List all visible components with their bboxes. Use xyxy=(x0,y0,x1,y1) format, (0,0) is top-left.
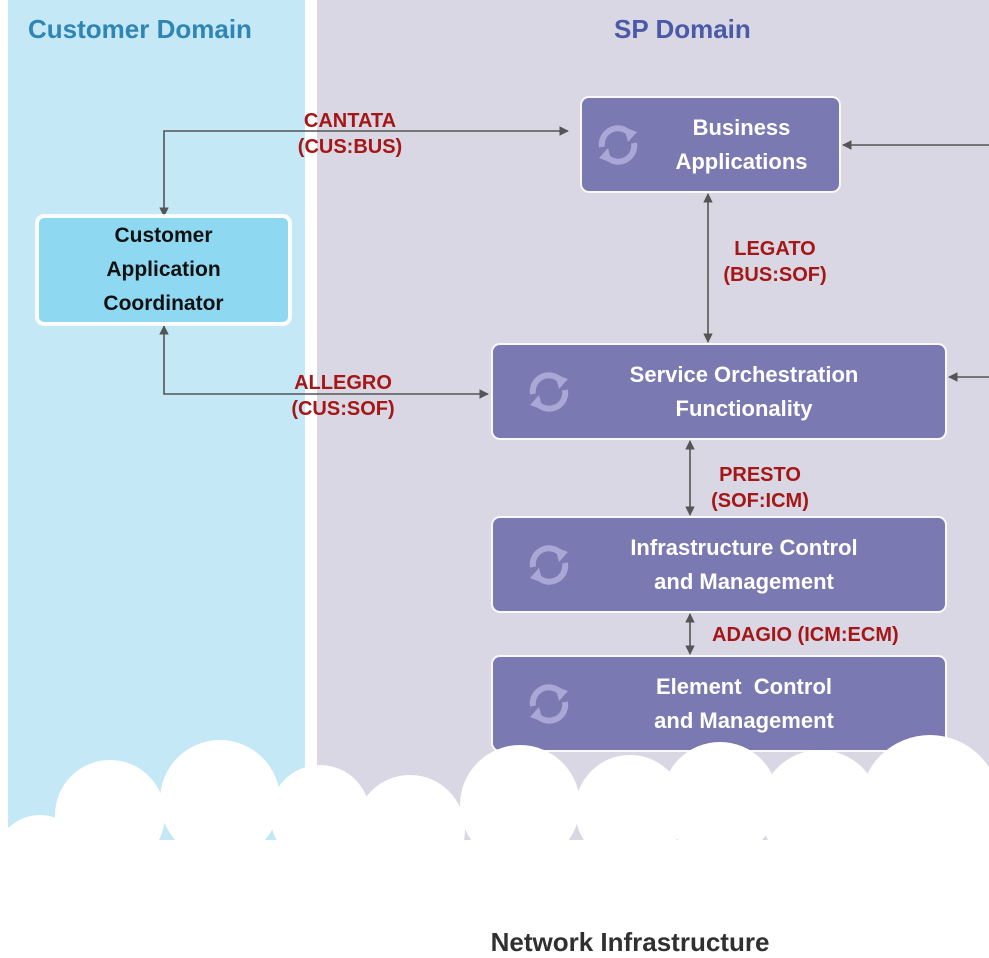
element-control-box: Element Control and Management xyxy=(493,657,945,750)
sp-domain-title: SP Domain xyxy=(614,14,751,44)
box-label-line: Element Control xyxy=(655,673,832,699)
interface-ref: (BUS:SOF) xyxy=(723,264,827,286)
box-label-line: and Management xyxy=(654,568,834,594)
interface-label: ADAGIO (ICM:ECM) xyxy=(712,624,899,646)
cycle-arrows-icon xyxy=(529,683,569,724)
interface-name: LEGATO xyxy=(734,238,816,260)
network-cloud xyxy=(0,735,989,957)
legato-interface-label: LEGATO (BUS:SOF) xyxy=(700,236,850,288)
presto-interface-label: PRESTO (SOF:ICM) xyxy=(685,462,835,514)
box-label-line: Applications xyxy=(675,148,808,174)
box-label-line: Infrastructure Control xyxy=(630,534,858,560)
service-orchestration-box: Service Orchestration Functionality xyxy=(493,345,945,438)
box-label-line: Application xyxy=(106,258,221,281)
cycle-arrows-icon xyxy=(529,371,569,412)
interface-name: CANTATA xyxy=(303,110,397,132)
interface-name: PRESTO xyxy=(719,464,801,486)
cantata-connector xyxy=(159,126,569,217)
cycle-arrows-icon xyxy=(529,544,569,585)
adagio-interface-label: ADAGIO (ICM:ECM) xyxy=(712,622,972,648)
business-applications-box: Business Applications xyxy=(582,98,839,191)
interface-ref: (CUS:SOF) xyxy=(291,398,395,420)
customer-application-coordinator-box: Customer Application Coordinator xyxy=(37,216,290,324)
cycle-arrows-icon xyxy=(598,124,638,165)
cantata-interface-label: CANTATA (CUS:BUS) xyxy=(270,108,430,160)
network-infrastructure-label: Network Infrastructure xyxy=(490,927,770,957)
allegro-interface-label: ALLEGRO (CUS:SOF) xyxy=(258,370,428,422)
box-label-line: Functionality xyxy=(675,395,813,421)
box-label-line: and Management xyxy=(654,707,834,733)
allegro-connector xyxy=(159,325,489,399)
interface-ref: (SOF:ICM) xyxy=(711,490,809,512)
infrastructure-control-box: Infrastructure Control and Management xyxy=(493,518,945,611)
box-label-line: Business xyxy=(692,114,791,140)
box-label-line: Coordinator xyxy=(103,292,224,315)
interface-name: ALLEGRO xyxy=(294,372,392,394)
interface-ref: (CUS:BUS) xyxy=(297,136,403,158)
box-label-line: Service Orchestration xyxy=(629,361,859,387)
customer-domain-title: Customer Domain xyxy=(28,14,252,44)
box-label-line: Customer xyxy=(114,224,213,247)
